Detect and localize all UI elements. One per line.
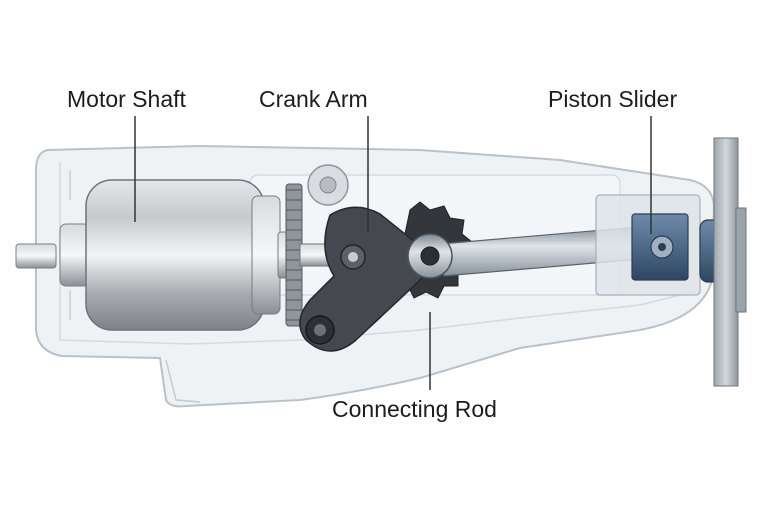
label-connecting-rod: Connecting Rod bbox=[332, 396, 497, 422]
piston-icon bbox=[595, 137, 747, 387]
label-motor-shaft: Motor Shaft bbox=[67, 86, 186, 112]
motor-icon bbox=[15, 179, 301, 331]
label-crank-arm: Crank Arm bbox=[259, 86, 368, 112]
leader-lines bbox=[134, 116, 652, 390]
label-piston-slider: Piston Slider bbox=[548, 86, 678, 112]
